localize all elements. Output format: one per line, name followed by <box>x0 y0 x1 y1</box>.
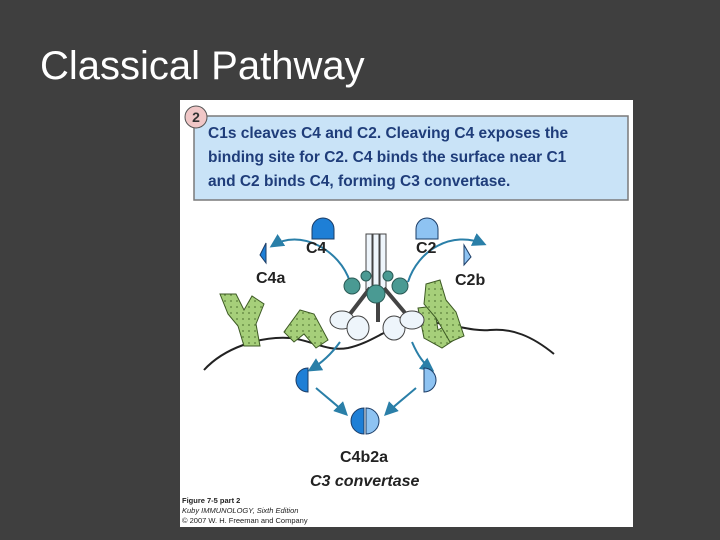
c4a-label: C4a <box>256 270 285 287</box>
c2-molecule <box>415 217 439 240</box>
converge-arrow-right <box>384 387 417 416</box>
convertase-label: C3 convertase <box>310 473 419 490</box>
antigen-left-2 <box>283 309 329 349</box>
complex-label: C4b2a <box>340 449 388 466</box>
c4-label: C4 <box>306 240 327 257</box>
c4b-bound <box>295 367 309 393</box>
c2b-label: C2b <box>455 272 485 289</box>
c2a-binding-arrow <box>411 341 435 372</box>
antigen-right-2 <box>423 279 465 343</box>
c4a-fragment <box>259 242 267 265</box>
caption-line-2: binding site for C2. C4 binds the surfac… <box>208 149 567 166</box>
c2b-fragment <box>463 243 472 267</box>
caption-box <box>193 115 629 201</box>
pathway-figure: 2 C1s cleaves C4 and C2. Cleaving C4 exp… <box>180 100 633 527</box>
c2-cleavage-arrow <box>407 233 487 283</box>
step-number: 2 <box>192 109 200 125</box>
caption-line-3: and C2 binds C4, forming C3 convertase. <box>208 173 510 190</box>
c4-cleavage-arrow <box>269 234 351 283</box>
c1-complex <box>329 233 425 341</box>
credit-book: Kuby IMMUNOLOGY, Sixth Edition <box>182 506 298 515</box>
c2a-bound <box>423 367 437 393</box>
credit-figure: Figure 7-5 part 2 <box>182 496 240 505</box>
slide-title: Classical Pathway <box>40 44 365 88</box>
c4-molecule <box>311 217 335 240</box>
credit-copyright: © 2007 W. H. Freeman and Company <box>182 516 308 525</box>
step-badge <box>184 105 208 129</box>
c4b-binding-arrow <box>307 341 341 372</box>
caption-line-1: C1s cleaves C4 and C2. Cleaving C4 expos… <box>208 125 568 142</box>
converge-arrow-left <box>315 387 348 416</box>
complex-c4b-half <box>350 407 365 435</box>
complex-c2a-half <box>365 407 380 435</box>
c2-label: C2 <box>416 240 437 257</box>
antigen-left-1 <box>219 293 265 347</box>
pathway-diagram: 2 C1s cleaves C4 and C2. Cleaving C4 exp… <box>182 105 629 525</box>
